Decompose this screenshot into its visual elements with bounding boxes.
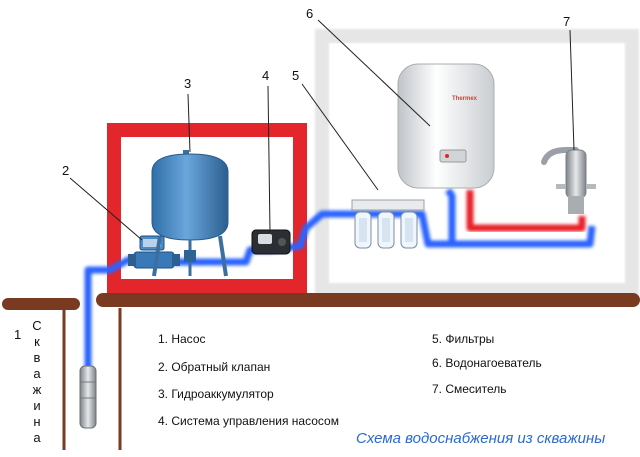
legend-item-filters: 5. Фильтры: [432, 332, 495, 346]
marker-7: 7: [563, 14, 571, 29]
legend-item-check-valve: 2. Обратный клапан: [158, 360, 271, 374]
well-label-letter: н: [33, 414, 41, 429]
marker-1: 1: [14, 327, 22, 342]
well-label: С к в а ж и н а: [30, 318, 44, 446]
well-label-letter: а: [33, 366, 41, 381]
legend-item-mixer: 7. Смеситель: [432, 382, 507, 396]
diagram-caption: Схема водоснабжения из скважины: [356, 430, 606, 447]
well-label-letter: в: [33, 350, 41, 365]
well-label-letter: а: [33, 430, 41, 445]
legend-item-accumulator: 3. Гидроаккумулятор: [158, 387, 274, 401]
legend-item-control: 4. Система управления насосом: [158, 414, 339, 428]
legend-item-heater: 6. Водонагоеватель: [432, 356, 542, 370]
well-label-letter: С: [32, 318, 42, 333]
legend-item-pump: 1. Насос: [158, 332, 206, 346]
marker-6: 6: [306, 6, 314, 21]
marker-3: 3: [184, 76, 192, 91]
heater-brand: Thermex: [452, 96, 478, 102]
ground-surface-left: [2, 298, 80, 310]
submersible-pump: [79, 365, 97, 429]
ground-surface-right: [96, 293, 640, 307]
well-label-letter: и: [33, 398, 41, 413]
well-label-letter: ж: [32, 382, 42, 397]
mixer-faucet: [541, 147, 596, 214]
leader-lines: [69, 19, 575, 241]
marker-5: 5: [292, 68, 300, 83]
hot-water-pipe: [466, 190, 586, 232]
pump-control-unit: [251, 229, 291, 255]
water-filters: [351, 199, 425, 249]
marker-2: 2: [62, 163, 70, 178]
hydro-accumulator: [151, 150, 229, 277]
water-heater: [397, 63, 495, 189]
well-label-letter: к: [34, 334, 40, 349]
marker-4: 4: [262, 68, 270, 83]
